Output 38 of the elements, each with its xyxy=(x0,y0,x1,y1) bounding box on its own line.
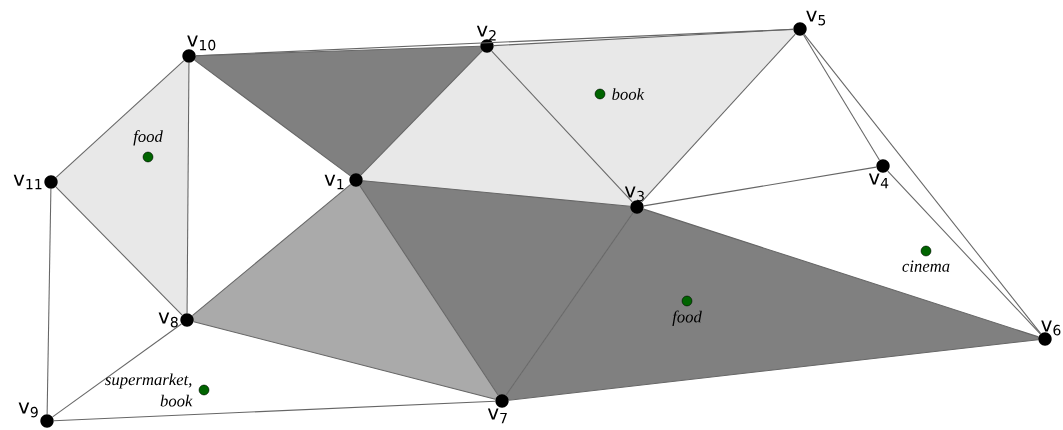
edge-line xyxy=(508,339,1039,401)
vertex-label: v$_{7}$ xyxy=(487,408,507,424)
edge-line xyxy=(194,59,351,177)
edge-line xyxy=(52,323,182,418)
edge-line xyxy=(46,188,52,415)
vertex-label: v$_{3}$ xyxy=(624,186,644,202)
edge-line xyxy=(53,400,496,422)
edge-line xyxy=(359,185,499,396)
vertex-label: v$_{8}$ xyxy=(158,312,178,328)
poi-label: book xyxy=(612,88,645,100)
edge-line xyxy=(643,166,877,207)
edge-line xyxy=(191,183,352,317)
poi-label: food xyxy=(672,310,702,326)
poi-label: supermarket, book xyxy=(105,373,193,407)
edge-line xyxy=(55,60,185,178)
poi-label: cinema xyxy=(902,260,950,272)
vertex-label: v$_{9}$ xyxy=(18,402,38,418)
edge-line xyxy=(186,62,190,314)
vertex-label: v$_{5}$ xyxy=(806,10,826,26)
edge-line xyxy=(505,212,634,396)
vertex-label: v$_{2}$ xyxy=(476,25,496,41)
vertex-label: v$_{6}$ xyxy=(1041,320,1061,336)
edge-line xyxy=(193,321,496,400)
edge-line xyxy=(55,186,183,316)
edge-line xyxy=(643,208,1039,338)
edge-line xyxy=(803,34,880,161)
vertex-label: v$_{11}$ xyxy=(13,174,42,190)
edge-line xyxy=(360,50,483,176)
edge-line xyxy=(887,170,1041,335)
edge-line xyxy=(362,180,631,207)
edge-line xyxy=(493,28,794,47)
poi-label: food xyxy=(133,130,163,146)
edge-line xyxy=(641,33,796,203)
vertex-label: v$_{10}$ xyxy=(187,35,216,51)
vertex-label: v$_{4}$ xyxy=(868,173,889,189)
edge-line xyxy=(803,33,1042,335)
edge-line xyxy=(491,50,633,203)
vertex-label: v$_{1}$ xyxy=(324,174,344,190)
